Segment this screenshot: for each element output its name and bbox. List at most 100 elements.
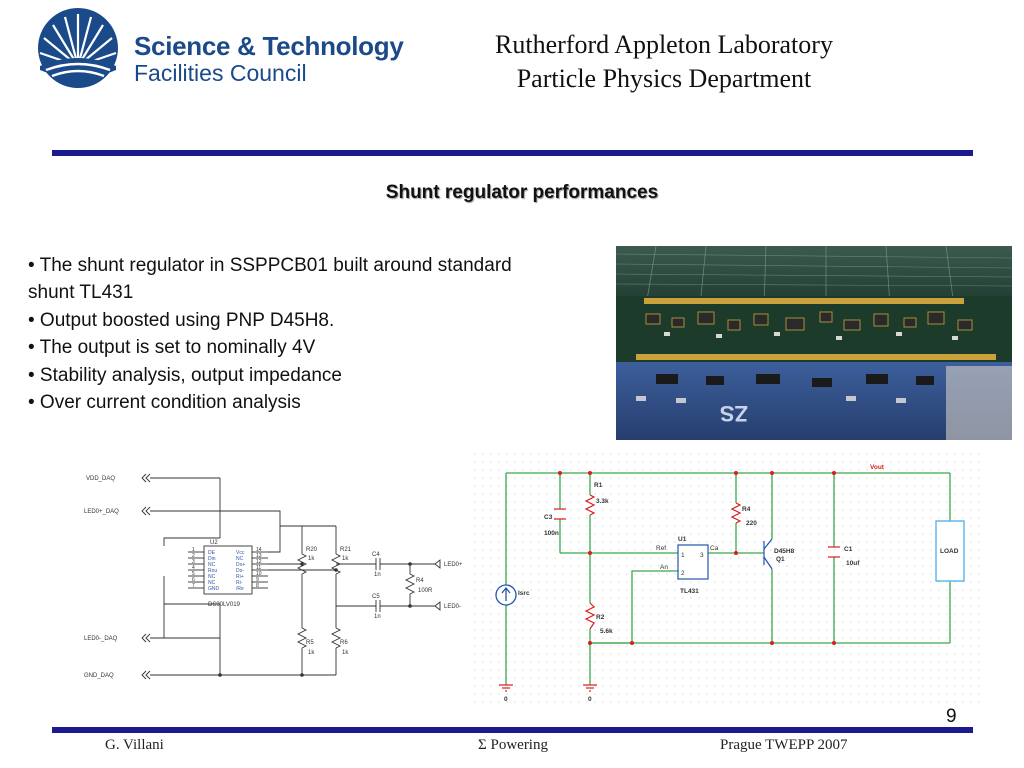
r2-label: R2 (596, 614, 605, 621)
chip-pin-label: Vcc (236, 550, 245, 556)
chip-pin-label: Ri+ (236, 574, 244, 580)
source-label: Isrc (518, 590, 530, 597)
chip-pin-label: /Re (236, 586, 244, 592)
chip-pin-number: 1 (192, 547, 195, 553)
net-label-vdd: VDD_DAQ (86, 476, 115, 482)
footer-event: Prague TWEPP 2007 (720, 737, 848, 753)
footer-author: G. Villani (105, 737, 164, 753)
c5-value: 1n (374, 614, 381, 620)
bullet-item: shunt TL431 (28, 282, 134, 304)
chip-pin-number: 5 (192, 571, 195, 577)
pin-3: 3 (700, 552, 704, 559)
chip-pin-label: NC (208, 574, 216, 580)
chip-pin-label: NC (208, 580, 216, 586)
chip-pin-label: DE (208, 550, 216, 556)
r2-value: 5.6k (600, 628, 613, 635)
footer-topic: Σ Powering (478, 737, 548, 753)
chip-pin-label: Ri- (236, 580, 243, 586)
ground-label: 0 (504, 696, 508, 703)
bullet-item: • The output is set to nominally 4V (28, 337, 316, 359)
chip-pin-number: 6 (192, 577, 195, 583)
u1-label: U1 (678, 536, 687, 543)
pin-1: 1 (681, 552, 685, 559)
net-label-gnd: GND_DAQ (84, 673, 114, 679)
c3-label: C3 (544, 514, 553, 521)
chip-pin-label: Rou (208, 568, 217, 574)
net-label-led-minus: LED0-_DAQ (84, 636, 118, 642)
pin-an-label: An (660, 564, 668, 571)
chip-pin-number: 9 (256, 577, 259, 583)
r20-label: R20 (306, 547, 318, 553)
bullet-item: • Stability analysis, output impedance (28, 364, 342, 386)
chip-pin-label: Do- (236, 568, 244, 574)
shunt-regulator-schematic: Vout R1 3.3k C3 100n R4 220 U1 TL431 Ref… (474, 453, 986, 705)
r4-value: 100R (418, 588, 433, 594)
slide-title: Shunt regulator performances (385, 182, 659, 203)
r1-value: 3.3k (596, 498, 609, 505)
chip-pin-number: 8 (256, 583, 259, 589)
lab-name: Rutherford Appleton Laboratory (495, 30, 833, 59)
c5-label: C5 (372, 594, 380, 600)
u1-name: TL431 (680, 588, 699, 595)
footer-divider (52, 727, 973, 733)
vout-label: Vout (870, 464, 885, 471)
load-block (935, 520, 965, 582)
department-name: Particle Physics Department (516, 64, 812, 93)
chip-pin-label: Do+ (236, 562, 245, 568)
chip-pin-label: GND (208, 586, 220, 592)
circuit-board-photo: ZS (616, 246, 1012, 440)
logo-text-line2: Facilities Council (134, 60, 307, 86)
chip-pin-number: 3 (192, 559, 195, 565)
chip-pin-number: 13 (256, 553, 262, 559)
chip-pin-label: NC (208, 562, 216, 568)
tl431-chip (677, 544, 709, 580)
c4-value: 1n (374, 572, 381, 578)
current-source-icon (495, 584, 517, 606)
chip-pin-number: 2 (192, 553, 195, 559)
page-number: 9 (946, 706, 957, 727)
chip-pin-label: NC (236, 556, 244, 562)
r6-label: R6 (340, 640, 348, 646)
lvds-schematic: VDD_DAQ LED0+_DAQ LED0-_DAQ GND_DAQ U2 D… (84, 473, 463, 680)
sunburst-logo-icon (38, 8, 118, 88)
chip-pin-number: 7 (192, 583, 195, 589)
r1-label: R1 (594, 482, 603, 489)
r5-label: R5 (306, 640, 314, 646)
bullet-item: • The shunt regulator in SSPPCB01 built … (28, 255, 512, 276)
stfc-logo (36, 6, 120, 95)
r4-label: R4 (742, 506, 751, 513)
chip-name: DS90LV019 (208, 602, 241, 608)
pin-2: 2 (681, 570, 685, 577)
transistor-q1-icon (763, 538, 773, 570)
chip-pin-label: Din (208, 556, 216, 562)
r21-value: 1k (342, 556, 349, 562)
bullet-list: • The shunt regulator in SSPPCB01 built … (28, 252, 618, 416)
pin-ref-label: Ref (656, 545, 666, 552)
bullet-item: • Over current condition analysis (28, 392, 301, 414)
c4-label: C4 (372, 552, 380, 558)
logo-text-line1: Science & Technology (134, 31, 404, 61)
chip-pin-number: 4 (192, 565, 195, 571)
q1-label: Q1 (776, 556, 785, 563)
chip-pin-number: 14 (256, 547, 262, 553)
r21-label: R21 (340, 547, 352, 553)
svg-text:ZS: ZS (720, 401, 748, 426)
ground-label: 0 (588, 696, 592, 703)
r6-value: 1k (342, 650, 349, 656)
r4-label: R4 (416, 578, 424, 584)
led-out-minus: LED0- (444, 604, 461, 610)
header-divider (52, 150, 973, 156)
ground-icon (499, 684, 597, 692)
r5-value: 1k (308, 650, 315, 656)
pin-ca-label: Ca (710, 545, 719, 552)
bullet-item: • Output boosted using PNP D45H8. (28, 309, 335, 331)
c3-value: 100n (544, 530, 559, 537)
r20-value: 1k (308, 556, 315, 562)
load-label: LOAD (940, 548, 959, 555)
chip-pin-number: 11 (256, 565, 261, 571)
led-out-plus: LED0+ (444, 562, 463, 568)
c1-label: C1 (844, 546, 853, 553)
net-label-led-plus: LED0+_DAQ (84, 509, 119, 515)
q1-name: D45H8 (774, 548, 795, 555)
c1-value: 10uf (846, 560, 860, 567)
